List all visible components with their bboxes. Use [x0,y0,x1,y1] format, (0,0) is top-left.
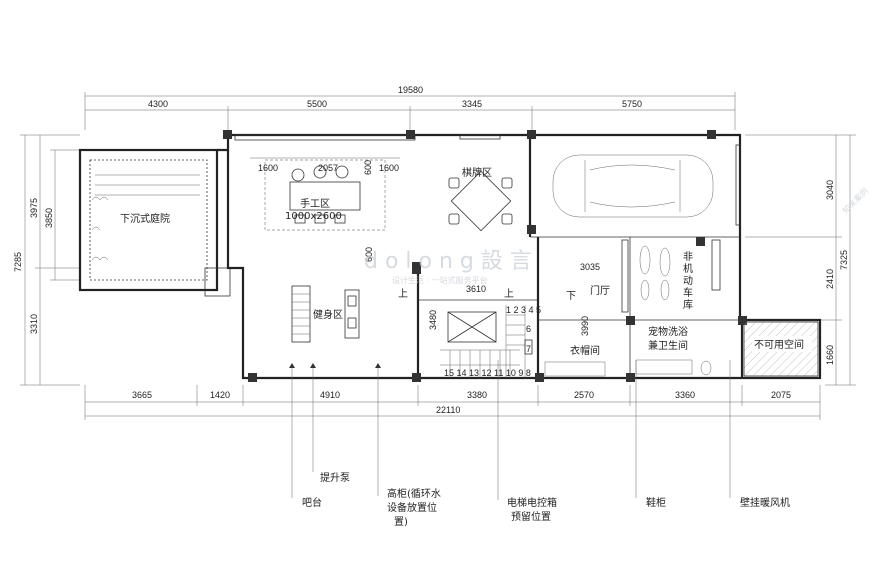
dim-3610: 3610 [466,284,486,294]
dim-bottom-3: 4910 [320,390,340,400]
callout-bar: 吧台 [302,496,322,509]
structural-columns [223,130,747,382]
garage: 非 机 动 车 库 [552,154,721,313]
watermark-subtitle: 设计生活 · 一站式服务平台 [392,275,488,285]
car-outline [552,154,714,218]
callout-tall-cabinet-1: 高柜(循环水 [387,487,441,500]
dim-right-middle: 2410 [825,269,835,289]
chess-area: 棋牌区 [448,166,513,232]
watermark-corner: 知末案例 [840,186,870,216]
dim-top-total: 19580 [398,85,423,95]
left-dimension-chain: 7285 3975 3850 3310 [13,134,80,386]
room-label-gym: 健身区 [313,308,343,321]
dim-bottom-2: 1420 [210,390,230,400]
dim-bottom-5: 2570 [574,390,594,400]
room-label-workshop: 手工区 [300,197,330,210]
dim-3990: 3990 [580,316,590,336]
room-label-foyer: 门厅 [590,284,610,297]
dim-1600-a: 1600 [258,163,278,173]
dim-bottom-6: 3360 [675,390,695,400]
dim-600-a: 600 [363,160,373,175]
room-label-unusable: 不可用空间 [754,338,804,351]
dim-bottom-4: 3380 [467,390,487,400]
callout-heater: 壁挂暖风机 [740,496,790,509]
top-dimension-chain: 19580 4300 5500 3345 5750 [84,85,736,130]
workshop-area: 手工区 1000x2600 1600 2057 1600 600 600 [250,157,400,262]
room-label-pet-bath-2: 兼卫生间 [648,339,688,352]
room-label-courtyard: 下沉式庭院 [120,212,170,225]
dim-3480: 3480 [428,310,438,330]
room-label-garage-4: 车 [683,286,693,299]
callout-shoe-cabinet: 鞋柜 [646,496,666,509]
dim-3035: 3035 [580,262,600,272]
dim-bottom-1: 3665 [132,390,152,400]
room-label-garage-3: 动 [683,275,693,287]
stair-down-label: 下 [566,291,576,302]
dim-right-upper: 3040 [825,180,835,200]
callout-elevator-box-2: 预留位置 [511,510,551,523]
room-label-garage-2: 机 [683,262,693,275]
stair-step-7: 7 [526,344,531,354]
dim-left-outer: 7285 [13,252,23,272]
room-label-workshop-size: 1000x2600 [285,211,342,222]
watermark-logo: d o l o n g 設 言 [364,249,532,274]
stair-steps-lower: 15 14 13 12 11 10 9 8 [444,368,531,378]
stair-block: 1 2 3 4 5 15 14 13 12 11 10 9 8 6 7 上 下 … [428,262,600,378]
callout-tall-cabinet-2: 设备放置位 [387,501,437,514]
dim-600-b: 600 [364,247,374,262]
motorbike-outlines [639,245,671,301]
dim-top-1: 4300 [148,99,168,109]
unusable-space: 不可用空间 [743,321,819,377]
room-label-garage-5: 库 [683,298,693,311]
service-rooms: 门厅 衣帽间 宠物洗浴 兼卫生间 不可用空间 [544,284,819,377]
main-walls [217,133,822,380]
dim-left-upper: 3975 [29,198,39,218]
room-label-pet-bath: 宠物洗浴 [648,325,688,338]
room-label-chess: 棋牌区 [462,166,492,179]
dim-2057: 2057 [318,163,338,173]
watermark: d o l o n g 設 言 设计生活 · 一站式服务平台 知末案例 [364,186,870,285]
dim-top-3: 3345 [462,99,482,109]
room-label-cloakroom: 衣帽间 [570,344,600,357]
stair-steps-upper: 1 2 3 4 5 [506,305,541,315]
gym-area: 健身区 上 [291,285,408,343]
dim-top-2: 5500 [307,99,327,109]
stair-step-6: 6 [526,324,531,334]
dim-right-lower: 1660 [825,345,835,365]
stair-up-label-1: 上 [398,288,408,300]
sunken-courtyard: 下沉式庭院 [78,148,231,297]
callout-leaders [289,360,731,500]
room-label-garage-1: 非 [683,251,693,263]
dim-left-inner: 3850 [44,208,54,228]
callout-lift-pump: 提升泵 [320,472,350,484]
dim-bottom-7: 2075 [771,390,791,400]
dim-right-outer: 7325 [839,250,849,270]
dim-1600-b: 1600 [379,163,399,173]
callout-labels: 吧台 提升泵 高柜(循环水 设备放置位 置) 电梯电控箱 预留位置 鞋柜 壁挂暖… [302,472,790,528]
dim-top-4: 5750 [622,99,642,109]
stair-up-label-2: 上 [504,288,514,300]
bottom-dimension-chain: 3665 1420 4910 3380 2570 3360 2075 22110 [84,385,821,420]
callout-tall-cabinet-3: 置) [394,516,408,528]
callout-elevator-box-1: 电梯电控箱 [507,496,557,509]
dim-left-lower: 3310 [29,314,39,334]
dim-bottom-total: 22110 [436,405,460,415]
